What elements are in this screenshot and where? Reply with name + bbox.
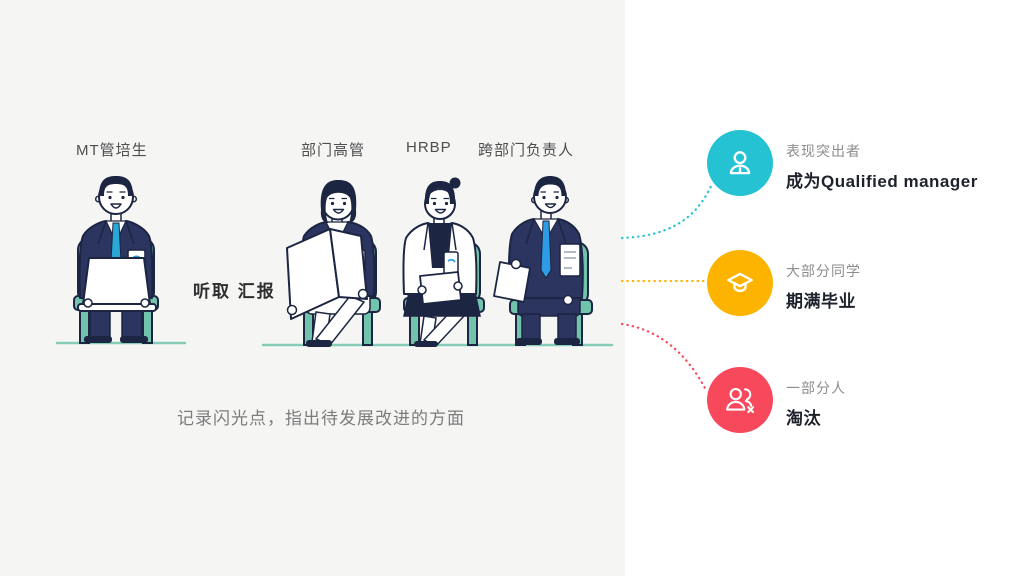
outcome-qualified-result: 成为Qualified manager: [786, 172, 978, 191]
person-mt-trainee-illustration: [73, 176, 159, 344]
outcome-eliminated-result: 淘汰: [786, 409, 821, 428]
outcome-eliminated-text: 一部分人 淘汰: [786, 378, 846, 429]
people-illustration: [55, 176, 614, 347]
person-cross-lead-illustration: [493, 176, 593, 346]
outcome-qualified-label: 表现突出者: [786, 143, 861, 159]
caption-text: 记录闪光点，指出待发展改进的方面: [177, 409, 465, 428]
label-cross-department-lead: 跨部门负责人: [478, 142, 575, 159]
label-mt-trainee: MT管培生: [76, 142, 148, 159]
person-executive-illustration: [286, 180, 381, 347]
outcome-graduate-label: 大部分同学: [786, 263, 861, 279]
outcome-graduate-result: 期满毕业: [786, 292, 856, 311]
user-remove-icon: [726, 387, 755, 414]
label-hrbp: HRBP: [406, 139, 452, 156]
outcome-eliminated-badge: [707, 367, 773, 433]
outcome-graduate-text: 大部分同学 期满毕业: [786, 261, 861, 312]
person-hrbp-illustration: [402, 177, 485, 347]
connector-lines: [620, 182, 714, 392]
outcome-qualified-badge: [707, 130, 773, 196]
label-department-executive: 部门高管: [301, 142, 366, 159]
connector-eliminated: [620, 322, 708, 392]
graduation-cap-icon: [727, 272, 753, 293]
connector-qualified: [620, 182, 714, 240]
outcome-graduate-badge: [707, 250, 773, 316]
user-icon: [729, 151, 751, 175]
action-text: 听取 汇报: [193, 282, 276, 301]
outcome-qualified-text: 表现突出者 成为Qualified manager: [786, 141, 978, 192]
outcome-eliminated-label: 一部分人: [786, 380, 846, 396]
